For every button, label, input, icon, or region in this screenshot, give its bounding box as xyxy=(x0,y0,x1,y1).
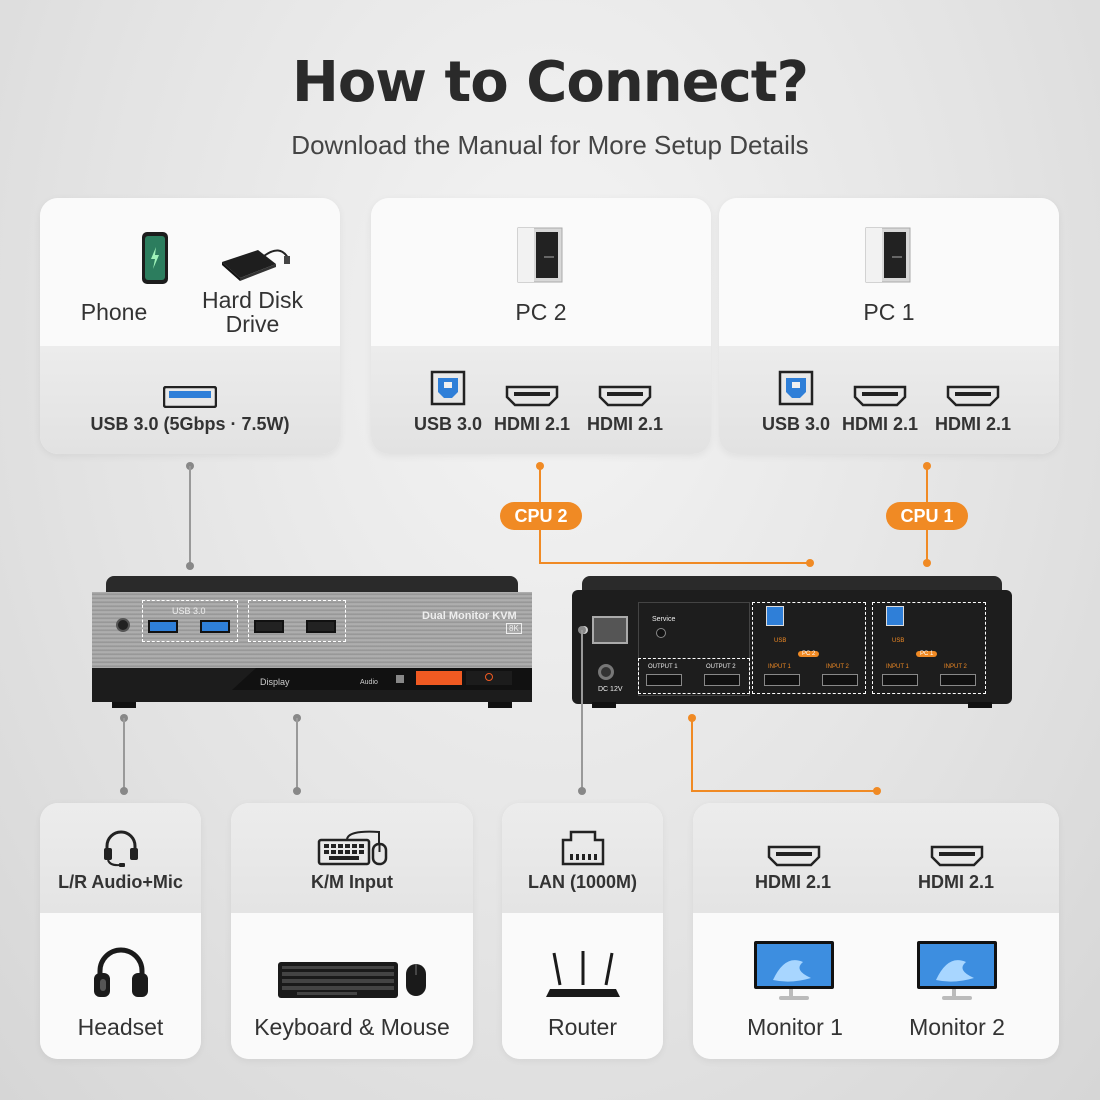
page-subtitle: Download the Manual for More Setup Detai… xyxy=(291,130,809,160)
connector-dot xyxy=(293,787,301,795)
hdmi-port-icon xyxy=(946,385,1000,407)
lan-port-label: LAN (1000M) xyxy=(527,872,638,892)
monitors-card: HDMI 2.1 HDMI 2.1 Monitor 1 Monitor 2 xyxy=(693,803,1059,1059)
monitor-icon xyxy=(917,941,997,1000)
connector-dot xyxy=(120,787,128,795)
monitor-1-label: Monitor 1 xyxy=(747,1014,843,1040)
page-title: How to Connect? xyxy=(291,50,809,115)
audio-label: Audio xyxy=(360,679,378,686)
usb-label: USB xyxy=(774,638,787,644)
monitor-2-label: Monitor 2 xyxy=(909,1014,1005,1040)
hdmi-port-label: HDMI 2.1 xyxy=(586,414,664,434)
cpu1-badge: CPU 1 xyxy=(886,502,968,530)
usb-port-label: USB 3.0 xyxy=(761,414,831,434)
connector-line xyxy=(189,466,191,566)
monitor-connector-line xyxy=(691,790,877,792)
hard-disk-drive-icon xyxy=(222,249,290,281)
dc-label: DC 12V xyxy=(598,686,623,693)
usb-port-label: USB 3.0 xyxy=(413,414,483,434)
service-label: Service xyxy=(652,616,676,623)
keyboard-icon xyxy=(278,962,398,998)
usb-devices-card: Phone Hard Disk Drive USB 3.0 (5Gbps · 7… xyxy=(40,198,340,454)
input-1-label: INPUT 1 xyxy=(886,664,909,670)
kvm-model-label: Dual Monitor KVM xyxy=(422,610,517,622)
input-2-label: INPUT 2 xyxy=(826,664,849,670)
pc-tower-icon xyxy=(517,227,563,283)
hdmi-port-icon xyxy=(853,385,907,407)
connector-dot xyxy=(186,562,194,570)
headset-device-icon xyxy=(94,947,148,997)
input-2-label: INPUT 2 xyxy=(944,664,967,670)
headset-label: Headset xyxy=(77,1014,164,1040)
connector-dot xyxy=(578,787,586,795)
hdmi-port-label: HDMI 2.1 xyxy=(493,414,571,434)
pc2-tag: PC 2 xyxy=(798,651,820,657)
headset-icon xyxy=(104,830,138,867)
pc1-card: PC 1 USB 3.0 HDMI 2.1 HDMI 2.1 xyxy=(719,198,1059,454)
hdmi-port-icon xyxy=(930,845,984,867)
kvm-8k-badge: 8K xyxy=(506,623,522,634)
pc1-label: PC 1 xyxy=(863,299,915,325)
monitor-connector-line xyxy=(691,718,693,792)
usb-b-port-icon xyxy=(778,370,814,406)
output-1-label: OUTPUT 1 xyxy=(648,664,678,670)
hard-disk-drive-label: Hard Disk Drive xyxy=(202,287,303,337)
display-label: Display xyxy=(260,677,290,687)
router-label: Router xyxy=(547,1014,618,1040)
audio-card: L/R Audio+Mic Headset xyxy=(40,803,201,1059)
lan-card: LAN (1000M) Router xyxy=(502,803,663,1059)
switch-button[interactable] xyxy=(416,671,462,685)
km-card: K/M Input Keyboard & Mouse xyxy=(231,803,473,1059)
pc2-card: PC 2 USB 3.0 HDMI 2.1 HDMI 2.1 xyxy=(371,198,711,454)
connector-line xyxy=(296,718,298,792)
mouse-icon xyxy=(406,964,426,996)
pc1-tag: PC 1 xyxy=(916,651,938,657)
pc-tower-icon xyxy=(865,227,911,283)
hdmi-port-icon xyxy=(505,385,559,407)
ethernet-port-icon xyxy=(561,830,605,866)
kvm-back-panel: DC 12V Service OUTPUT 1 OUTPUT 2 USB PC … xyxy=(572,576,1012,710)
hdmi-port-icon xyxy=(767,845,821,867)
keyboard-mouse-label: Keyboard & Mouse xyxy=(254,1014,450,1040)
hdmi-port-label: HDMI 2.1 xyxy=(934,414,1012,434)
router-icon xyxy=(546,951,620,997)
phone-label: Phone xyxy=(80,299,148,325)
pc2-label: PC 2 xyxy=(515,299,567,325)
hdmi-port-icon xyxy=(598,385,652,407)
usb-port-label: USB 3.0 (5Gbps · 7.5W) xyxy=(90,414,290,434)
output-2-label: OUTPUT 2 xyxy=(706,664,736,670)
hdmi-port-label: HDMI 2.1 xyxy=(917,872,995,892)
usb-a-port-icon xyxy=(163,386,217,408)
cpu2-connector-dot xyxy=(806,559,814,567)
usb-label: USB xyxy=(892,638,905,644)
cpu1-connector-dot xyxy=(923,559,931,567)
hdmi-port-label: HDMI 2.1 xyxy=(754,872,832,892)
keyboard-mouse-icon xyxy=(317,830,388,866)
phone-icon xyxy=(142,232,168,284)
cpu2-badge: CPU 2 xyxy=(500,502,582,530)
kvm-front-panel: USB 3.0 Dual Monitor KVM 8K Display Audi… xyxy=(92,576,532,710)
cpu2-connector-line xyxy=(539,562,811,564)
usb-group-label: USB 3.0 xyxy=(172,606,206,616)
connector-line xyxy=(581,630,583,792)
monitor-icon xyxy=(754,941,834,1000)
connector-line xyxy=(123,718,125,792)
input-1-label: INPUT 1 xyxy=(768,664,791,670)
monitor-connector-dot xyxy=(873,787,881,795)
hdmi-port-label: HDMI 2.1 xyxy=(841,414,919,434)
usb-b-port-icon xyxy=(430,370,466,406)
audio-port-label: L/R Audio+Mic xyxy=(58,872,183,892)
km-port-label: K/M Input xyxy=(311,872,393,892)
